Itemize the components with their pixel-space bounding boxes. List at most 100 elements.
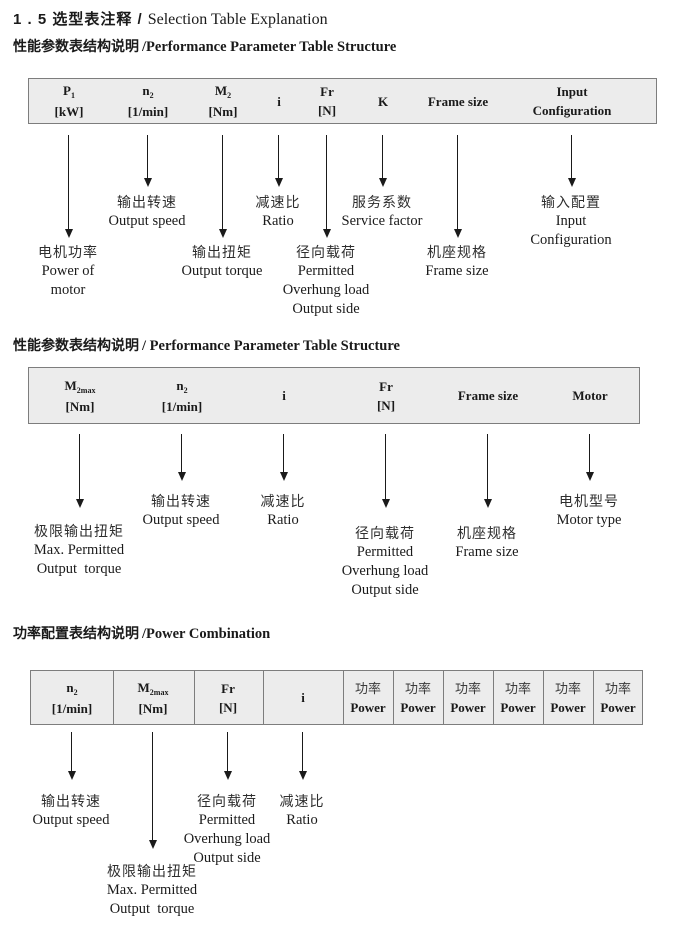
label-line-zh: 减速比 — [279, 793, 325, 809]
header-symbol: i — [301, 690, 305, 705]
header-subscript: 2max — [76, 385, 96, 395]
table-header-cell: 功率 Power — [550, 671, 585, 724]
header-unit: Power — [400, 699, 436, 715]
label-line-zh: 输出扭矩 — [191, 244, 252, 260]
table-header-cell: i — [282, 368, 286, 423]
label-line-zh: 极限输出扭矩 — [107, 863, 197, 879]
label-line-zh: 输出转速 — [150, 493, 211, 509]
header-symbol: 功率 — [354, 680, 381, 696]
header-symbol: Frame size — [457, 388, 519, 403]
column-divider — [343, 671, 344, 724]
header-symbol: Fr — [221, 680, 235, 696]
down-arrow-icon — [218, 229, 227, 238]
label-line-en: Ratio — [262, 213, 294, 229]
header-symbol: Fr — [379, 378, 393, 394]
down-arrow-icon — [585, 472, 594, 481]
label-line-en: Output speed — [32, 812, 110, 828]
arrow-line — [152, 732, 153, 841]
arrow-line — [589, 434, 590, 473]
header-symbol: i — [277, 93, 281, 109]
header-symbol: Frame size — [427, 93, 489, 109]
label-line-en: Power of — [41, 263, 95, 279]
label-line-zh: 输入配置 — [540, 194, 601, 210]
table-header-cell: 功率 Power — [500, 671, 535, 724]
label-line-zh: 电机型号 — [559, 493, 619, 509]
label-line-en: Frame size — [455, 544, 519, 560]
label-line-zh: 机座规格 — [457, 525, 517, 541]
label-line-en: Output torque — [109, 901, 195, 917]
column-divider — [443, 671, 444, 724]
header-symbol: 功率 — [554, 680, 581, 696]
down-arrow-icon — [381, 499, 390, 508]
arrow-line — [571, 135, 572, 179]
header-unit: [N] — [317, 103, 337, 118]
arrow-line — [68, 135, 69, 230]
label-line-en: Output side — [292, 301, 360, 317]
header-subscript: 2max — [149, 687, 169, 697]
table-header-cell: M2max[Nm] — [138, 671, 169, 724]
label-line-zh: 电机功率 — [38, 244, 98, 260]
section-heading-en: /Power Combination — [142, 626, 271, 642]
column-divider — [393, 671, 394, 724]
arrow-line — [147, 135, 148, 179]
down-arrow-icon — [453, 229, 462, 238]
down-arrow-icon — [378, 178, 387, 187]
label-line-zh: 服务系数 — [351, 194, 412, 210]
page-title-en: Selection Table Explanation — [147, 11, 328, 28]
table-header-cell: Fr[N] — [377, 368, 395, 423]
header-unit: Power — [350, 699, 386, 715]
table-header-cell: i — [277, 79, 281, 123]
label-line-en: Ratio — [286, 812, 318, 828]
header-subscript: 2 — [73, 687, 78, 697]
field-explanation-label: 机座规格 Frame size — [455, 524, 518, 562]
label-line-en: Permitted — [297, 263, 355, 279]
header-symbol: 功率 — [504, 680, 531, 696]
table-header-cell: M2[Nm] — [209, 79, 238, 123]
label-line-zh: 减速比 — [260, 493, 306, 509]
header-symbol: 功率 — [604, 680, 631, 696]
table-header-cell: i — [301, 671, 305, 724]
column-divider — [194, 671, 195, 724]
header-unit: [Nm] — [65, 398, 95, 414]
arrow-line — [79, 434, 80, 500]
header-subscript: 2 — [149, 91, 154, 100]
label-line-en: Overhung load — [282, 282, 370, 298]
section-heading-en: / Performance Parameter Table Structure — [142, 338, 400, 354]
header-unit: [1/min] — [161, 398, 203, 414]
label-line-en: Output side — [193, 850, 261, 866]
header-unit: Power — [450, 699, 486, 715]
header-unit: Power — [500, 699, 536, 715]
header-symbol: P1 — [63, 83, 75, 100]
header-unit: Configuration — [532, 103, 612, 118]
label-line-zh: 机座规格 — [427, 244, 487, 260]
label-line-zh: 径向载荷 — [354, 525, 415, 541]
section-heading-zh: 性能参数表结构说明 — [13, 38, 139, 54]
down-arrow-icon — [75, 499, 84, 508]
header-symbol: Input — [556, 84, 588, 99]
header-symbol: K — [377, 93, 389, 109]
header-unit: Power — [550, 699, 586, 715]
header-symbol: M2max — [137, 679, 169, 697]
section-heading-zh: 性能参数表结构说明 — [13, 337, 139, 353]
arrow-line — [382, 135, 383, 179]
header-symbol: M2max — [64, 377, 96, 395]
down-arrow-icon — [279, 472, 288, 481]
label-line-zh: 减速比 — [255, 194, 301, 210]
field-explanation-label: 减速比 Ratio — [256, 193, 301, 231]
header-symbol: n2 — [176, 377, 188, 395]
table-header-cell: Motor — [572, 368, 607, 423]
header-symbol: n2 — [142, 83, 154, 100]
section-heading-zh: 功率配置表结构说明 — [13, 625, 139, 641]
page-title-zh: 1 . 5 选型表注释 / — [13, 11, 143, 28]
